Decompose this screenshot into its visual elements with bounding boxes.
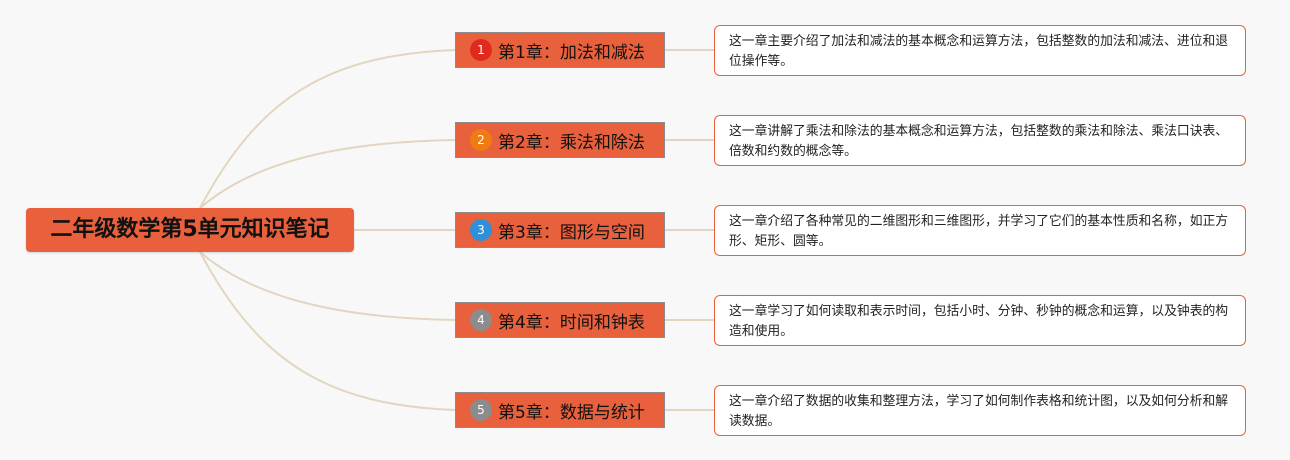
chapter-topic-1[interactable]: 1 第1章：加法和减法 xyxy=(455,32,665,68)
chapter-label: 第1章：加法和减法 xyxy=(498,42,645,63)
priority-5-icon: 5 xyxy=(470,399,492,421)
chapter-topic-5[interactable]: 5 第5章：数据与统计 xyxy=(455,392,665,428)
priority-4-icon: 4 xyxy=(470,309,492,331)
chapter-description-3[interactable]: 这一章介绍了各种常见的二维图形和三维图形，并学习了它们的基本性质和名称，如正方形… xyxy=(714,205,1246,256)
chapter-label: 第5章：数据与统计 xyxy=(498,402,645,423)
chapter-label: 第4章：时间和钟表 xyxy=(498,312,645,333)
chapter-description-1[interactable]: 这一章主要介绍了加法和减法的基本概念和运算方法，包括整数的加法和减法、进位和退位… xyxy=(714,25,1246,76)
priority-1-icon: 1 xyxy=(470,39,492,61)
connector-root-ch4 xyxy=(199,251,456,321)
priority-3-icon: 3 xyxy=(470,219,492,241)
connector-root-ch1 xyxy=(199,49,456,209)
chapter-topic-2[interactable]: 2 第2章：乘法和除法 xyxy=(455,122,665,158)
connector-root-ch2 xyxy=(199,139,456,209)
chapter-topic-4[interactable]: 4 第4章：时间和钟表 xyxy=(455,302,665,338)
root-topic[interactable]: 二年级数学第5单元知识笔记 xyxy=(26,208,354,252)
connector-root-ch5 xyxy=(199,251,456,411)
chapter-description-2[interactable]: 这一章讲解了乘法和除法的基本概念和运算方法，包括整数的乘法和除法、乘法口诀表、倍… xyxy=(714,115,1246,166)
chapter-topic-3[interactable]: 3 第3章：图形与空间 xyxy=(455,212,665,248)
chapter-description-5[interactable]: 这一章介绍了数据的收集和整理方法，学习了如何制作表格和统计图，以及如何分析和解读… xyxy=(714,385,1246,436)
chapter-label: 第2章：乘法和除法 xyxy=(498,132,645,153)
chapter-description-4[interactable]: 这一章学习了如何读取和表示时间，包括小时、分钟、秒钟的概念和运算，以及钟表的构造… xyxy=(714,295,1246,346)
chapter-label: 第3章：图形与空间 xyxy=(498,222,645,243)
priority-2-icon: 2 xyxy=(470,129,492,151)
